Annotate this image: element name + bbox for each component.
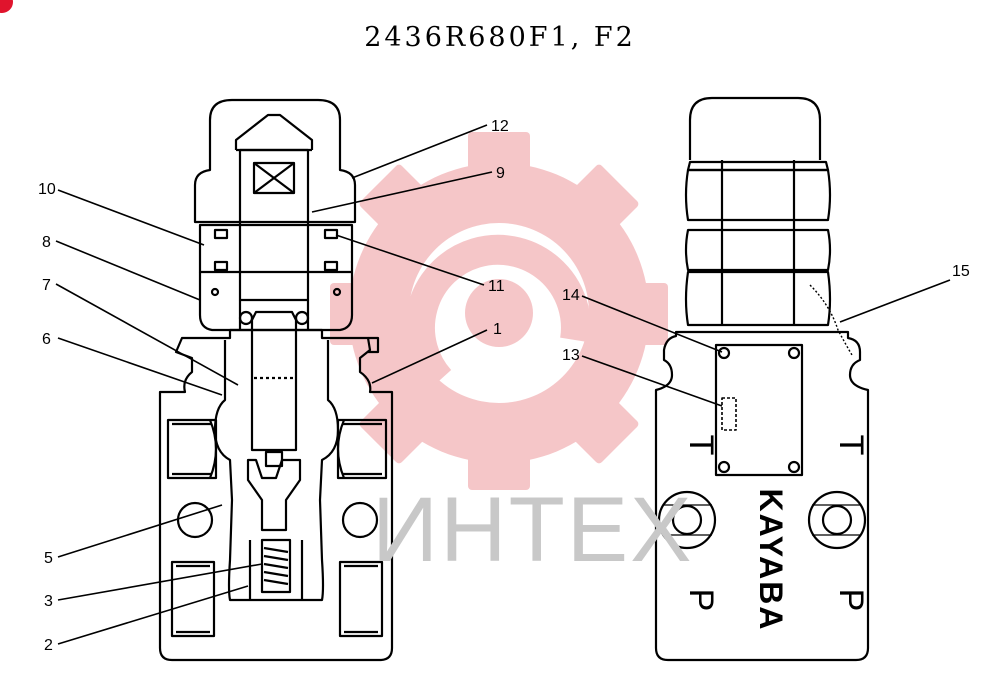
corner-logo-mark bbox=[0, 0, 13, 13]
callout-10: 10 bbox=[38, 181, 56, 198]
sectional-view bbox=[158, 98, 394, 662]
watermark-gear bbox=[330, 132, 668, 490]
callout-1: 1 bbox=[493, 321, 502, 338]
port-t-right: T bbox=[832, 435, 870, 456]
callout-11: 11 bbox=[488, 278, 505, 295]
callout-6: 6 bbox=[42, 331, 51, 348]
callout-14: 14 bbox=[562, 287, 580, 304]
callout-labels: 12 9 10 8 11 7 1 6 5 3 2 14 13 15 bbox=[38, 118, 970, 654]
callout-9: 9 bbox=[496, 165, 505, 182]
callout-5: 5 bbox=[44, 550, 53, 567]
body-marking: T T P P KAYABA bbox=[682, 435, 870, 632]
callout-8: 8 bbox=[42, 234, 51, 251]
watermark-text: ИНТЕХ bbox=[372, 479, 694, 581]
brand-marking: KAYABA bbox=[753, 488, 789, 631]
callout-3: 3 bbox=[44, 593, 53, 610]
leader-lines bbox=[55, 124, 951, 645]
callout-15: 15 bbox=[952, 263, 970, 280]
callout-2: 2 bbox=[44, 637, 53, 654]
port-t-left: T bbox=[682, 435, 720, 456]
callout-7: 7 bbox=[42, 277, 51, 294]
port-p-right: P bbox=[832, 589, 870, 612]
callout-13: 13 bbox=[562, 347, 580, 364]
drawing-title: 2436R680F1, F2 bbox=[364, 22, 636, 53]
port-p-left: P bbox=[682, 589, 720, 612]
callout-12: 12 bbox=[491, 118, 509, 135]
exterior-view bbox=[654, 96, 870, 662]
